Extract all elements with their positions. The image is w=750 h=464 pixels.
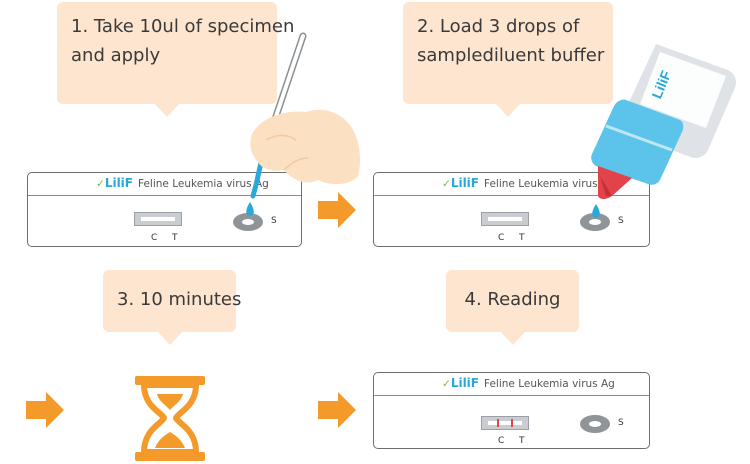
droplet-icon xyxy=(592,204,600,218)
sample-label: S xyxy=(618,418,624,428)
test-label: T xyxy=(519,233,525,243)
brand-logo: LiliF xyxy=(450,176,479,190)
control-line xyxy=(497,419,499,427)
step-4-bubble: 4. Reading xyxy=(446,270,579,345)
test-label: T xyxy=(519,436,525,446)
control-label: C xyxy=(498,233,505,243)
sample-label: S xyxy=(271,216,277,226)
cassette-header xyxy=(374,173,649,196)
cassette-header xyxy=(374,373,649,396)
step-2-bubble: 2. Load 3 drops of samplediluent buffer xyxy=(403,2,613,117)
hourglass-icon xyxy=(135,376,205,461)
product-name: Feline Leukemia virus Ag xyxy=(484,178,615,190)
arrow-right-icon xyxy=(318,392,356,428)
sample-well xyxy=(233,213,263,231)
product-name: Feline Leukemia virus Ag xyxy=(484,378,615,390)
test-label: T xyxy=(172,233,178,243)
step-4-text: 4. Reading xyxy=(464,289,561,310)
sample-well xyxy=(580,415,610,433)
test-line xyxy=(511,419,513,427)
brand-logo: LiliF xyxy=(450,376,479,390)
droplet-icon xyxy=(246,202,254,216)
step-1-text-line2: and apply xyxy=(71,45,161,66)
product-name: Feline Leukemia virus Ag xyxy=(138,178,269,190)
control-label: C xyxy=(151,233,158,243)
step-1-text-line1: 1. Take 10ul of specimen xyxy=(71,16,295,37)
step-2-text-line2: samplediluent buffer xyxy=(417,45,605,66)
cassette-brand: ✓LiliF Feline Leukemia virus Ag xyxy=(442,376,615,390)
result-window xyxy=(481,212,529,226)
result-window xyxy=(481,416,529,430)
arrow-right-icon xyxy=(318,192,356,228)
step-2-text-line1: 2. Load 3 drops of xyxy=(417,16,580,37)
sample-label: S xyxy=(618,216,624,226)
cassette-brand: ✓LiliF Feline Leukemia virus Ag xyxy=(96,176,269,190)
cassette-header xyxy=(28,173,301,196)
leaf-icon: ✓ xyxy=(96,178,105,190)
leaf-icon: ✓ xyxy=(442,378,451,390)
control-label: C xyxy=(498,436,505,446)
sample-well xyxy=(580,213,610,231)
cassette-brand: ✓LiliF Feline Leukemia virus Ag xyxy=(442,176,615,190)
brand-logo: LiliF xyxy=(104,176,133,190)
hand-icon xyxy=(250,109,360,185)
step-1-bubble: 1. Take 10ul of specimen and apply xyxy=(57,2,295,117)
bottle-icon: LiliF xyxy=(591,44,736,199)
arrow-right-icon xyxy=(26,392,64,428)
result-window xyxy=(134,212,182,226)
test-cassette-result: ✓LiliF Feline Leukemia virus Ag C T S xyxy=(373,372,650,449)
step-3-text: 3. 10 minutes xyxy=(117,289,242,310)
leaf-icon: ✓ xyxy=(442,178,451,190)
step-3-bubble: 3. 10 minutes xyxy=(103,270,242,345)
